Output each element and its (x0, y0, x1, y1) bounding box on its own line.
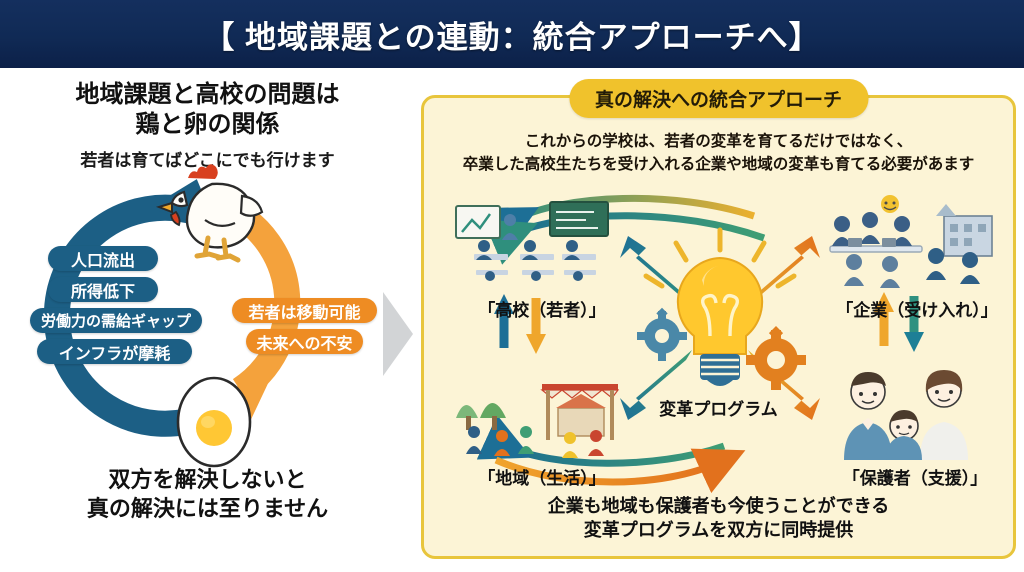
right-lead-line2: 卒業した高校生たちを受け入れる企業や地域の変革も育てる必要があます (462, 156, 975, 174)
family-child (886, 410, 922, 460)
lightbulb-icon (676, 256, 764, 386)
bulb-rays (643, 227, 797, 289)
page-title: 【 地域課題との連動：統合アプローチへ】 (203, 19, 821, 55)
relationship-arrows (476, 194, 924, 494)
quadrant-label-high-school: 「高校（若者）」 (478, 301, 606, 320)
cycle-left-label-2: 労働力の需給ギャップ (30, 308, 202, 333)
family-father (844, 372, 892, 460)
classroom-icon (455, 201, 609, 281)
arrow-up-left-head (494, 294, 514, 314)
right-panel-badge: 真の解決への統合アプローチ (568, 79, 869, 118)
right-footer: 企業も地域も保護者も今使うことができる 変革プログラムを双方に同時提供 (434, 494, 1003, 543)
quadrant-label-parents: 「保護者（支援）」 (842, 469, 988, 488)
left-footer-line1: 双方を解決しないと (108, 467, 307, 492)
right-arrow-divider-icon (383, 292, 413, 376)
family-icon (844, 370, 968, 460)
left-footer: 双方を解決しないと 真の解決には至りません (0, 466, 415, 523)
right-footer-line1: 企業も地域も保護者も今使うことができる (547, 496, 890, 516)
family-mother (920, 370, 968, 460)
arrow-down-right-head (904, 332, 924, 352)
left-heading-line2: 鶏と卵の関係 (135, 111, 280, 139)
cycle-left-label-3: インフラが摩耗 (37, 339, 192, 364)
right-panel: 真の解決への統合アプローチ これからの学校は、若者の変革を育てるだけではなく、 … (421, 79, 1016, 559)
slide-header: 【 地域課題との連動：統合アプローチへ】 (0, 0, 1024, 68)
gear-right-icon (746, 326, 806, 390)
right-lead-line1: これからの学校は、若者の変革を育てるだけではなく、 (524, 133, 913, 150)
arrow-enterprise-to-school-a (484, 194, 756, 252)
arrow-down-left-head (526, 334, 546, 354)
arrow-enterprise-to-school-b (483, 212, 766, 265)
cycle-left-label-1: 所得低下 (48, 277, 158, 302)
quadrant-label-community: 「地域（生活）」 (478, 469, 606, 488)
chicken-icon (155, 164, 264, 263)
cycle-left-label-0: 人口流出 (48, 246, 158, 271)
left-heading: 地域課題と高校の問題は 鶏と卵の関係 (0, 80, 415, 140)
left-footer-line2: 真の解決には至りません (86, 495, 329, 521)
left-subheading: 若者は育てばどこにでも行けます (80, 151, 335, 170)
community-festival-icon (456, 384, 620, 458)
office-meeting-icon (829, 195, 993, 288)
quadrant-label-enterprise: 「企業（受け入れ）」 (836, 301, 998, 320)
right-footer-line2: 変革プログラムを双方に同時提供 (583, 520, 854, 541)
left-heading-line1: 地域課題と高校の問題は (75, 81, 340, 108)
right-lead-text: これからの学校は、若者の変革を育てるだけではなく、 卒業した高校生たちを受け入れ… (434, 130, 1003, 177)
egg-icon (176, 376, 252, 468)
cycle-right-label-0: 若者は移動可能 (232, 298, 377, 323)
arrow-up-right-head (874, 292, 894, 312)
cycle-right-label-1: 未来への不安 (246, 329, 363, 354)
gear-left-icon (637, 307, 687, 361)
center-program-label: 変革プログラム (659, 400, 778, 419)
left-panel: 地域課題と高校の問題は 鶏と卵の関係 若者は育てばどこにでも行けます (0, 68, 415, 572)
arrow-community-to-parents (494, 448, 746, 494)
